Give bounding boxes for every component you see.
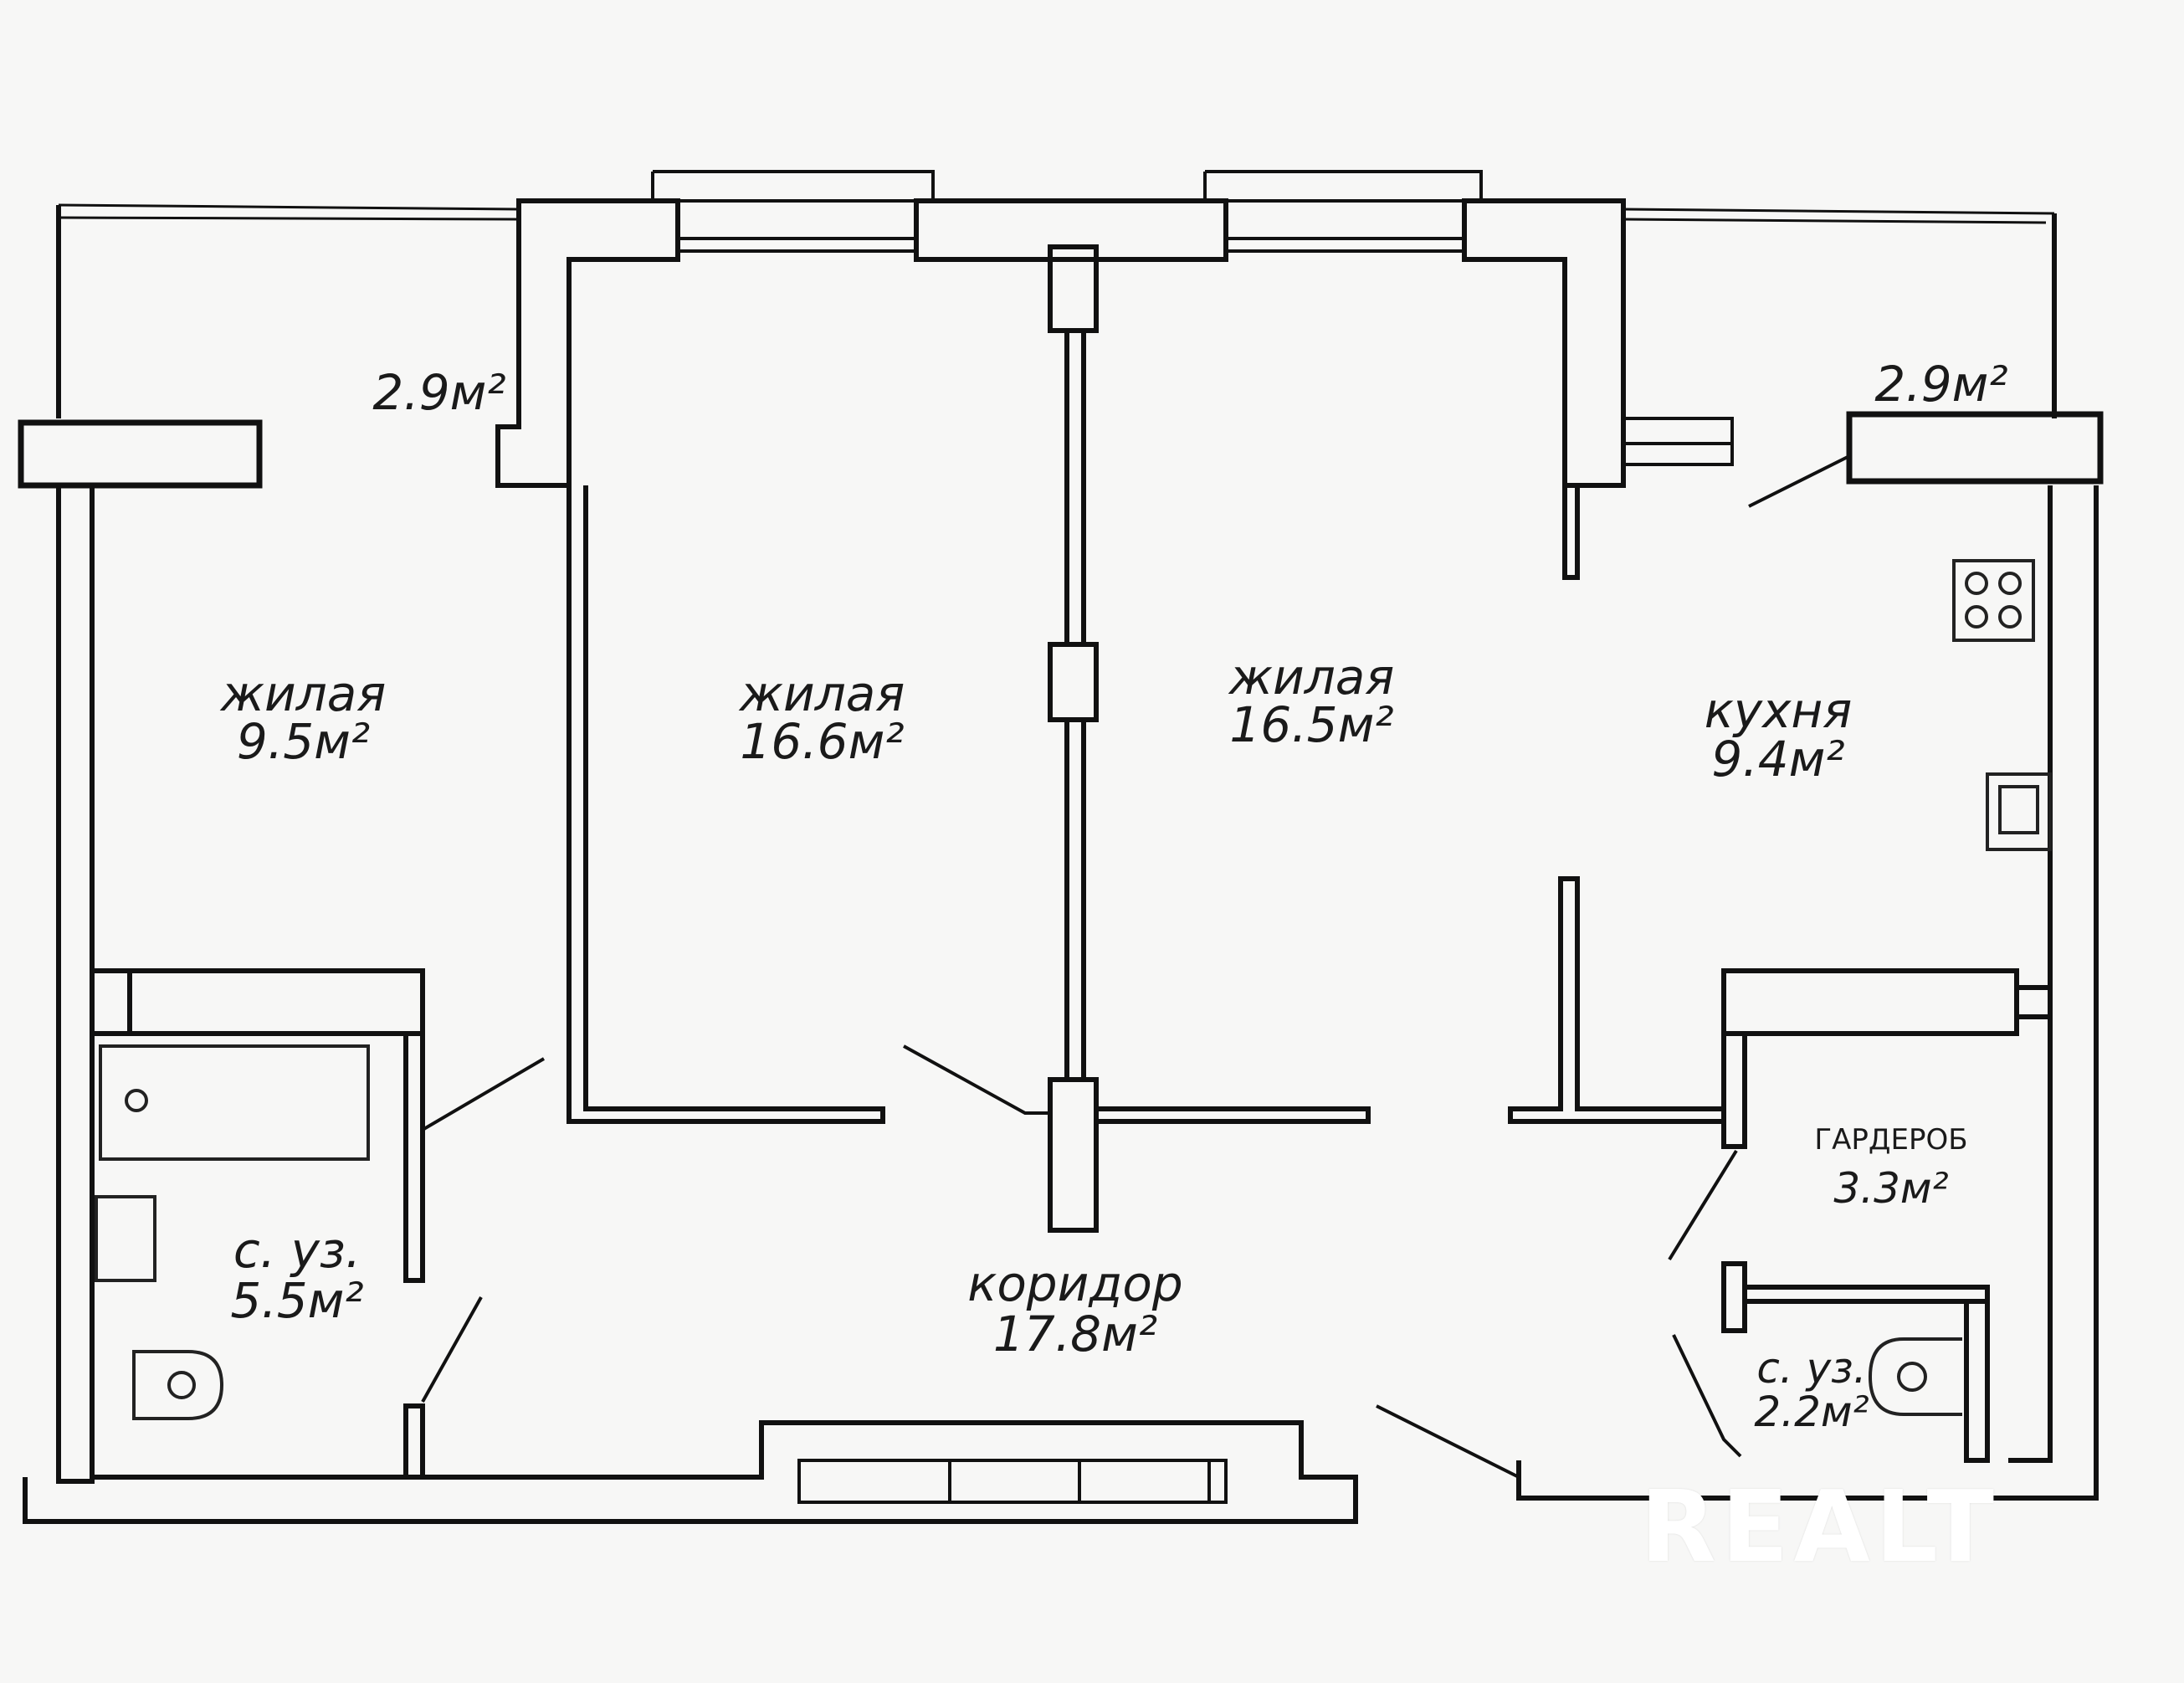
- bath1-area: 5.5м²: [230, 1272, 364, 1329]
- balcony-right-rail: [1623, 208, 2055, 224]
- stove: [1952, 559, 2035, 642]
- living2-area: 16.6м²: [740, 713, 905, 770]
- kitchen-sink-inner: [1998, 785, 2039, 834]
- bathtub-drain: [125, 1089, 148, 1112]
- door-living2: [903, 1044, 1050, 1115]
- door-wardrobe: [1668, 1149, 1738, 1261]
- top-wall-left: [495, 198, 680, 488]
- wall-living3-bottom: [1096, 1106, 1371, 1124]
- stove-burner-1: [1965, 572, 1988, 595]
- balcony-right-area: 2.9м²: [1874, 356, 2008, 413]
- window-bottom: [797, 1459, 1228, 1504]
- kitchen-name: кухня: [1704, 682, 1853, 739]
- bath2-name: с. уз.: [1756, 1344, 1867, 1393]
- watermark-logo: REALT: [1640, 1469, 1999, 1584]
- stove-burner-3: [1965, 605, 1988, 629]
- living3-name: жилая: [1228, 649, 1395, 706]
- bath1-name: с. уз.: [233, 1222, 361, 1279]
- outer-wall-left: [56, 209, 95, 1484]
- wall-living1-living2: [567, 485, 885, 1124]
- right-small-wall: [1623, 417, 1734, 466]
- door-bath1-lower: [421, 1296, 483, 1403]
- living3-area: 16.5м²: [1229, 696, 1394, 753]
- window-top-left: [651, 170, 935, 253]
- top-wall-mid: [914, 198, 1228, 262]
- stove-burner-2: [1998, 572, 2022, 595]
- kitchen-area: 9.4м²: [1711, 731, 1845, 788]
- door-bath1-upper: [421, 1057, 546, 1131]
- left-pier: [18, 419, 263, 489]
- wall-kitchen-left-top: [1562, 485, 1580, 580]
- wall-wardrobe-bottom: [1721, 1261, 1990, 1463]
- wall-wardrobe-top: [1721, 968, 2050, 1036]
- balcony-left-area: 2.9м²: [372, 364, 506, 421]
- door-kitchen: [1748, 454, 1850, 508]
- bath2-area: 2.2м²: [1754, 1388, 1869, 1436]
- wall-living2-living3: [1048, 244, 1099, 1233]
- door-bath2: [1672, 1334, 1742, 1458]
- wall-bath1-top: [92, 968, 425, 1036]
- toilet-bath2-bowl: [1897, 1362, 1927, 1392]
- door-entrance: [1376, 1404, 1520, 1479]
- wall-wardrobe-left: [1721, 1034, 1747, 1149]
- sink-bath1: [95, 1195, 156, 1282]
- toilet-bath2: [1868, 1337, 1962, 1416]
- kitchen-sink: [1986, 772, 2052, 851]
- balcony-left-rail: [58, 203, 520, 221]
- wardrobe-area: 3.3м²: [1833, 1164, 1949, 1213]
- toilet-bath1-bowl: [167, 1371, 196, 1399]
- toilet-bath1: [132, 1350, 224, 1420]
- wardrobe-name: ГАРДЕРОБ: [1814, 1123, 1968, 1157]
- corridor-name: коридор: [967, 1255, 1183, 1312]
- wall-bath1-right-low: [403, 1403, 425, 1480]
- stove-burner-4: [1998, 605, 2022, 629]
- top-wall-right: [1462, 198, 1626, 488]
- corridor-area: 17.8м²: [992, 1306, 1158, 1362]
- living1-area: 9.5м²: [236, 713, 371, 770]
- outer-wall-bottom: [23, 1420, 1358, 1524]
- living2-name: жилая: [739, 665, 905, 722]
- right-pier: [1846, 411, 2104, 485]
- bathtub: [99, 1044, 370, 1161]
- window-top-right: [1203, 170, 1483, 253]
- wall-kitchen-left-bottom: [1508, 876, 1726, 1124]
- living1-name: жилая: [220, 665, 387, 722]
- outer-wall-bottom-right: [1516, 485, 2099, 1501]
- wall-bath1-right: [403, 1034, 425, 1283]
